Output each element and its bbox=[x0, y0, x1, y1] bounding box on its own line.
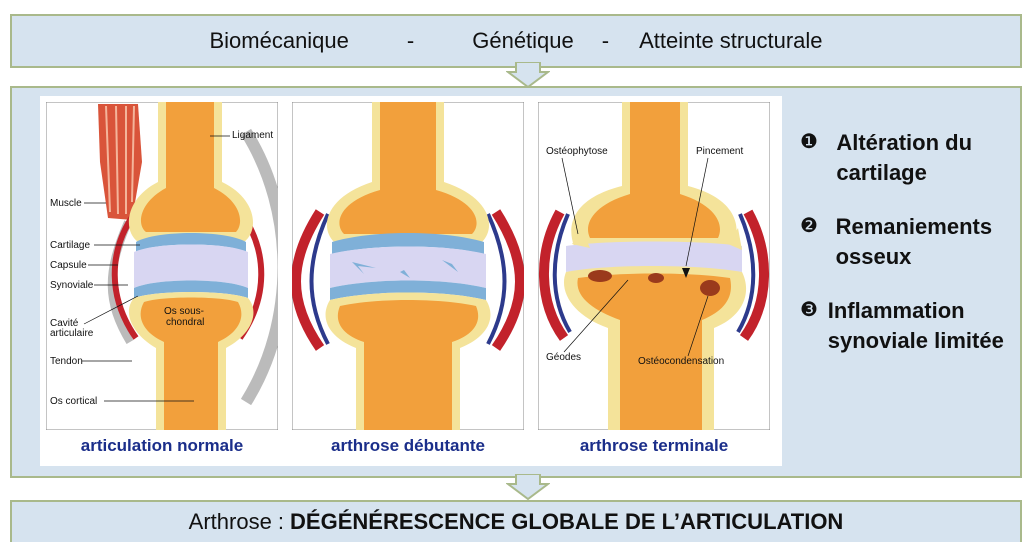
key-point: ❸ Inflammation synoviale limitée bbox=[800, 296, 1020, 356]
arrow-down-icon bbox=[506, 474, 550, 500]
geode-shape bbox=[588, 270, 612, 282]
label-geodes: Géodes bbox=[546, 352, 581, 363]
caption-early: arthrose débutante bbox=[292, 436, 524, 456]
separator: - bbox=[407, 28, 414, 54]
cause-biomechanics: Biomécanique bbox=[209, 28, 348, 54]
key-point-text: Inflammation synoviale limitée bbox=[828, 296, 1020, 356]
caption-terminal: arthrose terminale bbox=[538, 436, 770, 456]
conclusion-prefix: Arthrose : bbox=[189, 509, 284, 535]
normal-joint-diagram: Ligament Muscle Cartilage Capsule Synovi… bbox=[46, 102, 278, 430]
label-osteocondensation: Ostéocondensation bbox=[638, 356, 724, 367]
number-one-icon: ❶ bbox=[800, 128, 836, 188]
number-three-icon: ❸ bbox=[800, 296, 828, 356]
label-articulaire: articulaire bbox=[50, 328, 94, 339]
label-os-cortical: Os cortical bbox=[50, 396, 97, 407]
key-point-text: Remaniements osseux bbox=[836, 212, 1020, 272]
terminal-arthrosis-diagram: Ostéophytose Pincement Géodes Ostéoconde… bbox=[538, 102, 770, 430]
key-point-text: Altération du cartilage bbox=[836, 128, 1020, 188]
number-two-icon: ❷ bbox=[800, 212, 836, 272]
label-cartilage: Cartilage bbox=[50, 240, 90, 251]
caption-normal: articulation normale bbox=[46, 436, 278, 456]
label-tendon: Tendon bbox=[50, 356, 83, 367]
label-synoviale: Synoviale bbox=[50, 280, 94, 291]
key-point: ❶ Altération du cartilage bbox=[800, 128, 1020, 188]
arrow-down-icon bbox=[506, 62, 550, 88]
label-muscle: Muscle bbox=[50, 198, 82, 209]
cause-structural: Atteinte structurale bbox=[639, 28, 822, 54]
separator: - bbox=[602, 28, 609, 54]
label-ligament: Ligament bbox=[232, 130, 273, 141]
key-point: ❷ Remaniements osseux bbox=[800, 212, 1020, 272]
label-osteophytose: Ostéophytose bbox=[546, 146, 608, 157]
early-arthrosis-diagram bbox=[292, 102, 524, 430]
main-panel: Ligament Muscle Cartilage Capsule Synovi… bbox=[10, 86, 1022, 478]
label-os-sous: Os sous- bbox=[164, 306, 204, 317]
label-capsule: Capsule bbox=[50, 260, 87, 271]
key-points-list: ❶ Altération du cartilage ❷ Remaniements… bbox=[800, 128, 1020, 380]
label-chondral: chondral bbox=[166, 317, 204, 328]
joint-illustration: Ligament Muscle Cartilage Capsule Synovi… bbox=[40, 96, 782, 466]
conclusion-banner: Arthrose : DÉGÉNÉRESCENCE GLOBALE DE L’A… bbox=[10, 500, 1022, 542]
cause-genetics: Génétique bbox=[472, 28, 574, 54]
label-pincement: Pincement bbox=[696, 146, 743, 157]
causes-banner: Biomécanique - Génétique - Atteinte stru… bbox=[10, 14, 1022, 68]
conclusion-emphasis: DÉGÉNÉRESCENCE GLOBALE DE L’ARTICULATION bbox=[290, 509, 843, 535]
